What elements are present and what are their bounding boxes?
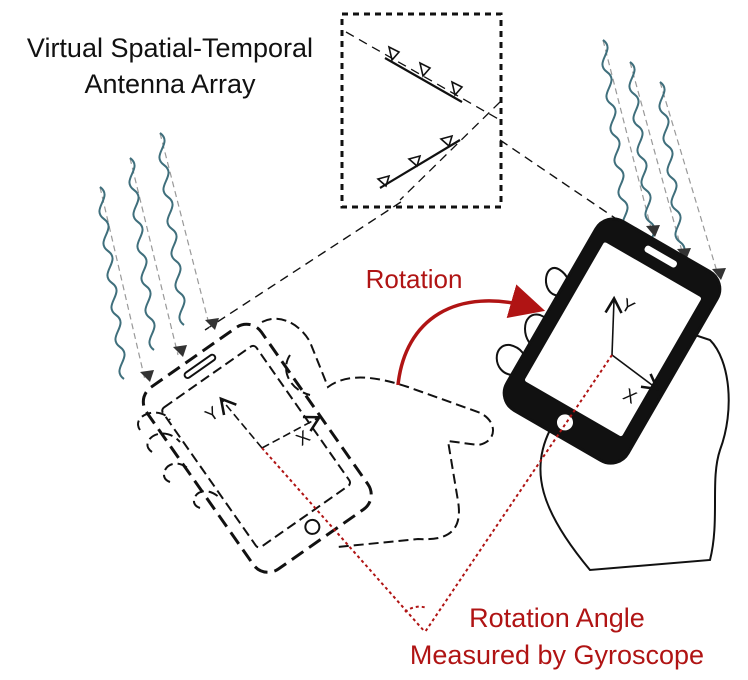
signal-wave-icon <box>98 132 219 382</box>
x-axis-arrow <box>611 354 660 391</box>
antenna-array-title-line1: Virtual Spatial-Temporal <box>26 33 314 63</box>
phone-icon <box>141 322 373 574</box>
antenna-icon <box>384 45 464 103</box>
y-axis-arrow <box>219 396 263 449</box>
y-axis-arrow <box>604 295 623 356</box>
rotation-angle-label-line2: Measured by Gyroscope <box>409 640 705 670</box>
rotation-arrow-icon <box>396 284 546 386</box>
signal-wave-icon <box>601 39 726 280</box>
rotation-angle-lines <box>261 354 613 633</box>
zoom-guide-line <box>204 199 405 331</box>
y-axis-label: Y <box>201 402 222 425</box>
rotation-label: Rotation <box>365 264 463 294</box>
x-axis-arrow <box>261 415 322 449</box>
phone-screen <box>161 344 352 549</box>
antenna-array-title: Virtual Spatial-Temporal Antenna Array <box>2 30 338 102</box>
phone-after-rotation: Y X <box>495 217 730 572</box>
antenna-array-zoom-box <box>340 12 503 209</box>
rotation-angle-label-line1: Rotation Angle <box>469 603 645 633</box>
phone-before-rotation: Y X <box>137 317 494 574</box>
x-axis-label: X <box>292 426 313 449</box>
antenna-icon <box>376 134 461 189</box>
rotation-angle-label: Rotation Angle Measured by Gyroscope <box>372 600 742 674</box>
antenna-array-title-line2: Antenna Array <box>84 69 256 99</box>
